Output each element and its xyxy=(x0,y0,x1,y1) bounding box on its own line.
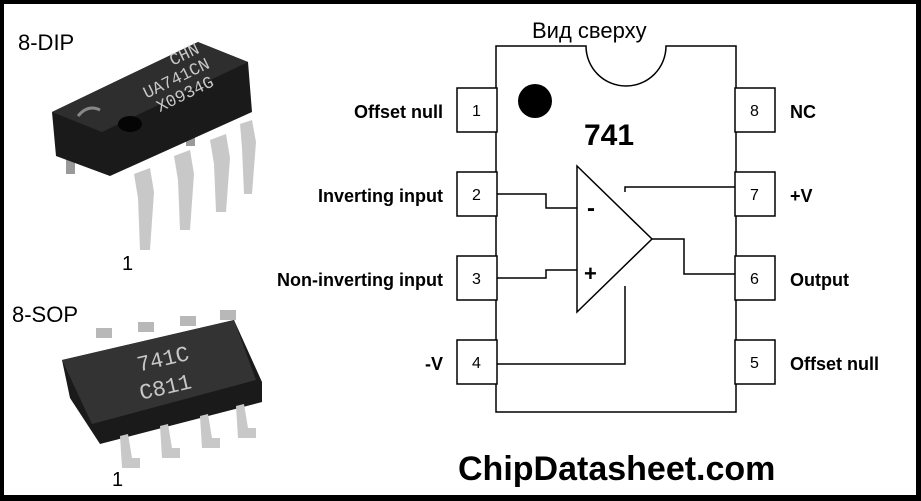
pin-6: 6 xyxy=(734,255,776,301)
wire-output xyxy=(652,238,735,275)
chip-name: 741 xyxy=(584,119,634,152)
pin-number: 1 xyxy=(472,103,481,120)
dip-package-label: 8-DIP xyxy=(18,30,74,55)
dip-lead xyxy=(174,150,194,230)
pin-2: 2 xyxy=(456,171,498,217)
pin-box xyxy=(734,339,776,385)
pin-number: 5 xyxy=(750,355,759,372)
pin-3: 3 xyxy=(456,255,498,301)
pin-4: 4 xyxy=(456,339,498,385)
pin-6-label: Output xyxy=(790,270,849,290)
site-watermark: ChipDatasheet.com xyxy=(458,450,775,488)
pin-1: 1 xyxy=(456,87,498,133)
pin-4-label: -V xyxy=(425,354,443,374)
pin-3-label: Non-inverting input xyxy=(277,270,443,290)
pin-box xyxy=(456,255,498,301)
sop-lead xyxy=(200,414,220,448)
opamp-plus-sign: + xyxy=(584,261,597,286)
opamp-symbol xyxy=(576,164,654,314)
pin-8-label: NC xyxy=(790,102,816,122)
pin-8: 8 xyxy=(734,87,776,133)
dip-top-face xyxy=(52,42,248,132)
dip-lead xyxy=(240,120,256,194)
pin-5: 5 xyxy=(734,339,776,385)
pin-box xyxy=(456,339,498,385)
diagram-frame: 8-DIP CHN UA741CN X0934G 1 8-SOP xyxy=(4,4,916,495)
sop-package-label: 8-SOP xyxy=(12,302,78,327)
sop-lead xyxy=(120,434,140,468)
pin-1-label: Offset null xyxy=(354,102,443,122)
pin-number: 2 xyxy=(472,187,481,204)
wire-negative-supply xyxy=(497,286,626,365)
dip-pin1-dot xyxy=(118,116,142,132)
wire-inverting-input xyxy=(497,193,577,209)
sop-lead xyxy=(180,316,196,326)
dip-notch xyxy=(76,106,101,117)
pin-number: 4 xyxy=(472,355,481,372)
sop-pin1-label: 1 xyxy=(112,469,123,491)
sop-lead xyxy=(138,322,154,332)
pin-box xyxy=(734,255,776,301)
pin-box xyxy=(456,87,498,133)
pin-number: 7 xyxy=(750,187,759,204)
opamp-minus-sign: - xyxy=(587,195,595,222)
pin-box xyxy=(734,87,776,133)
pinout-diagram: 8-DIP CHN UA741CN X0934G 1 8-SOP xyxy=(12,18,879,491)
dip-package-image: CHN UA741CN X0934G xyxy=(52,41,256,250)
sop-lead xyxy=(236,404,256,438)
sop-lead xyxy=(160,424,180,458)
pin-number: 8 xyxy=(750,103,759,120)
pin-box xyxy=(734,171,776,217)
sop-top-face xyxy=(62,320,256,424)
top-view-label: Вид сверху xyxy=(532,18,647,43)
sop-lead xyxy=(220,310,236,320)
sop-package-image: 741C C811 xyxy=(62,310,262,468)
pin-number: 3 xyxy=(472,271,481,288)
pin-7-label: +V xyxy=(790,186,813,206)
pin-number: 6 xyxy=(750,271,759,288)
sop-lead xyxy=(96,328,112,338)
dip-lead xyxy=(210,134,230,212)
pin-2-label: Inverting input xyxy=(318,186,443,206)
pin-5-label: Offset null xyxy=(790,354,879,374)
wire-noninverting-input xyxy=(497,269,577,279)
dip-lead xyxy=(134,168,154,250)
pin-7: 7 xyxy=(734,171,776,217)
dip-pin1-label: 1 xyxy=(122,253,133,275)
wire-positive-supply xyxy=(624,186,735,192)
pin1-indicator-dot xyxy=(518,84,552,118)
